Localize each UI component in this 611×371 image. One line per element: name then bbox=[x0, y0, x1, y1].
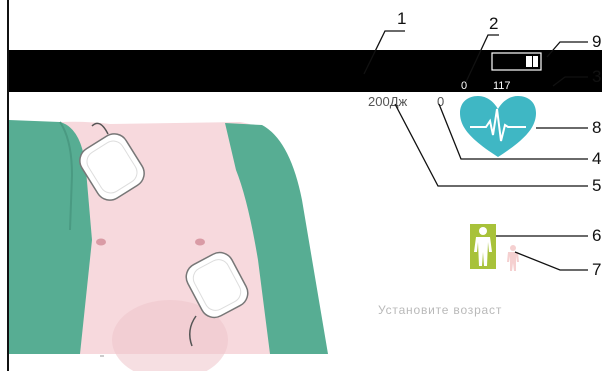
callout-7: 7 bbox=[592, 261, 601, 278]
leader-4 bbox=[439, 104, 588, 159]
leader-3 bbox=[553, 77, 588, 86]
callout-8: 8 bbox=[592, 119, 601, 136]
callout-5: 5 bbox=[592, 177, 601, 194]
callout-3: 3 bbox=[592, 68, 601, 85]
leader-1 bbox=[364, 31, 405, 74]
callout-9: 9 bbox=[592, 33, 601, 50]
callout-2: 2 bbox=[489, 15, 498, 32]
callout-4: 4 bbox=[592, 150, 601, 167]
callout-6: 6 bbox=[592, 227, 601, 244]
callout-1: 1 bbox=[397, 10, 406, 27]
leader-7 bbox=[515, 252, 588, 270]
leader-2 bbox=[466, 35, 499, 82]
leader-5 bbox=[395, 104, 588, 186]
leader-9 bbox=[547, 42, 588, 57]
